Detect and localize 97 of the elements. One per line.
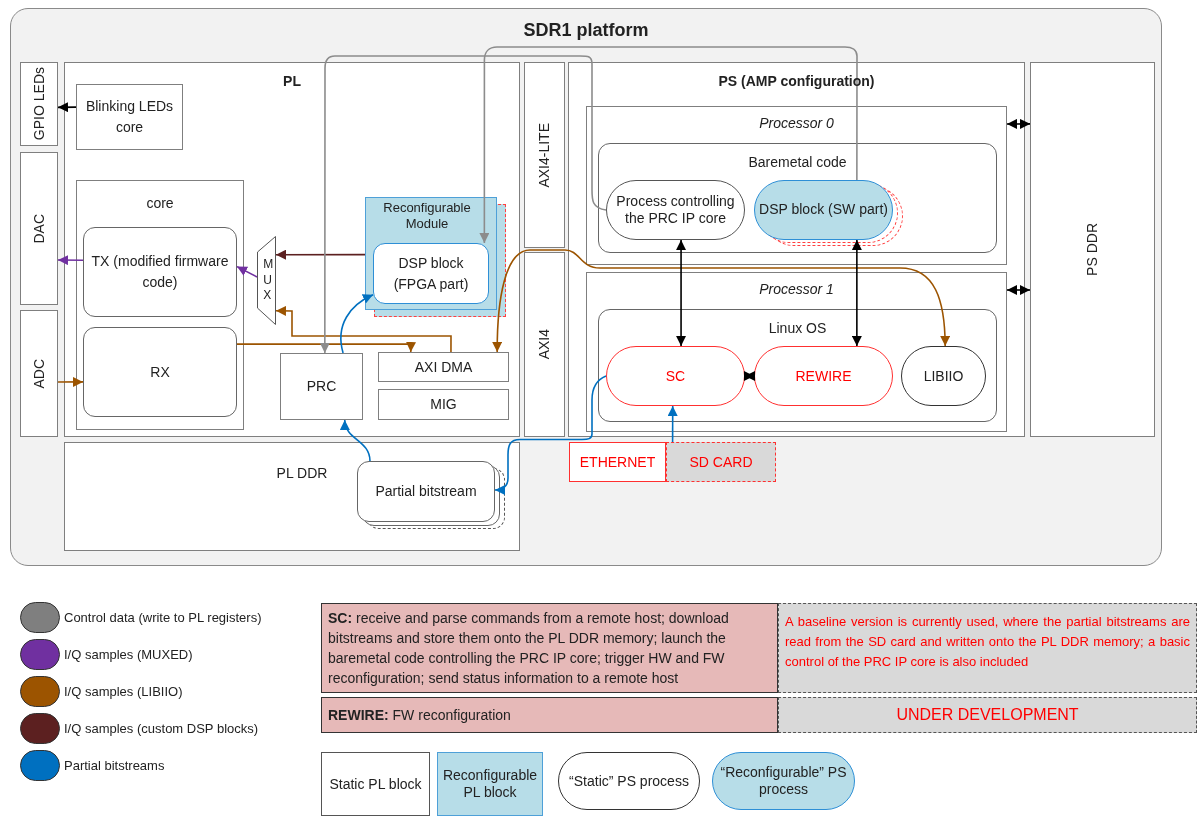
node-title: Processor 0 [758,114,835,133]
node-title: Processor 1 [758,280,835,299]
process-box [76,84,183,150]
node-label: Blinking LEDs core [84,97,175,137]
description-cell: SC: receive and parse commands from a remote host; download bitstreams and store them onto the PL DDR memory; launch the baremetal code controlling the PRC IP core; trigger HW and FW reconfiguration; send status information to a remote host [321,603,778,693]
node-title: PS (AMP configuration) [717,72,876,91]
process-pill [606,346,745,406]
legend-block [437,752,543,816]
arrow [479,46,858,244]
node-label: LIBIIO [922,366,965,386]
pl-panel [64,62,520,437]
vertical-label: DAC [29,213,48,244]
vertical-label: GPIO LEDs [29,67,48,141]
process-box [280,353,363,420]
arrow [1006,285,1031,295]
node-label: PRC [305,377,338,396]
node-title: Baremetal code [747,153,848,172]
node-label: “Reconfigurable” PS process [719,763,848,799]
node-label: DSP block (SW part) [758,201,889,219]
process-box [373,243,489,304]
node-label: SD CARD [688,452,754,472]
arrow [667,405,678,443]
processor-box [586,106,1007,265]
node-title: core [145,194,175,213]
note-cell: A baseline version is currently used, where the partial bitstreams are read from the SD card and written onto the PL DDR memory; a basic control of the PRC IP core is also included [778,603,1197,693]
module-box [365,197,497,310]
node-label: MIG [429,395,458,414]
vertical-label: ADC [29,358,48,389]
description-cell: REWIRE: FW reconfiguration [321,697,778,733]
arrow [275,249,366,260]
arrow [236,341,417,353]
legend-label: I/Q samples (custom DSP blocks) [64,719,259,738]
arrow [492,249,950,353]
platform-panel [10,8,1162,566]
memory-box [1030,62,1155,437]
interface-bar [20,62,58,146]
legend-label: I/Q samples (MUXED) [64,645,193,664]
node-label: Reconfigurable PL block [441,766,539,802]
file-box [357,461,495,522]
status-cell: UNDER DEVELOPMENT [778,697,1197,733]
node-label: “Static” PS process [568,771,690,791]
software-box [598,309,997,422]
node-label: AXI DMA [413,357,474,377]
node-label: DSP block (FPGA part) [392,253,470,294]
node-label: Process controlling the PRC IP core [615,192,736,228]
process-pill [754,346,893,406]
vertical-label: PS DDR [1083,223,1101,276]
arrow [275,305,452,353]
process-box [378,352,509,382]
ps-panel [568,62,1025,437]
arrow [494,375,607,495]
process-box [83,227,237,317]
node-label: RX [149,362,171,382]
bus-bar [524,62,565,248]
software-box [598,143,997,253]
process-box [83,327,237,417]
node-title: PL [282,72,302,91]
node-label: ETHERNET [578,452,657,472]
legend-label: Partial bitstreams [64,756,165,775]
arrow [676,239,687,347]
core-box [76,180,244,430]
node-title: Reconfigurable Module [382,199,472,233]
multiplexer-symbol [257,236,276,325]
arrow [57,255,84,266]
node-title: Linux OS [767,319,828,338]
arrow [340,294,374,354]
memory-box [64,442,520,551]
arrow [340,419,371,462]
interface-bar [20,152,58,305]
node-label: Static PL block [328,774,423,794]
arrow [57,376,84,387]
arrow [744,371,755,381]
node-title: PL DDR [275,464,329,483]
legend-label: Control data (write to PL registers) [64,608,262,627]
interface-box [569,442,666,482]
interface-box [666,442,776,482]
processor-box [586,272,1007,432]
arrow [236,265,258,278]
bus-bar [524,252,565,437]
arrow [1006,118,1031,129]
process-pill [606,180,745,240]
process-pill [901,346,986,406]
arrow [57,102,77,113]
node-label: TX (modified firmware code) [90,252,230,292]
node-label: SC [664,366,687,386]
node-title: SDR1 platform [522,19,650,42]
vertical-label: AXI4-LITE [535,122,553,188]
legend-block [321,752,430,816]
node-label: REWIRE [794,366,853,386]
vertical-label: AXI4 [535,329,553,360]
process-box [378,389,509,420]
arrow [851,239,862,347]
interface-bar [20,310,58,437]
arrow [319,55,607,354]
process-pill [754,180,893,240]
legend-label: I/Q samples (LIBIIO) [64,682,183,701]
node-label: Partial bitstream [374,482,478,501]
